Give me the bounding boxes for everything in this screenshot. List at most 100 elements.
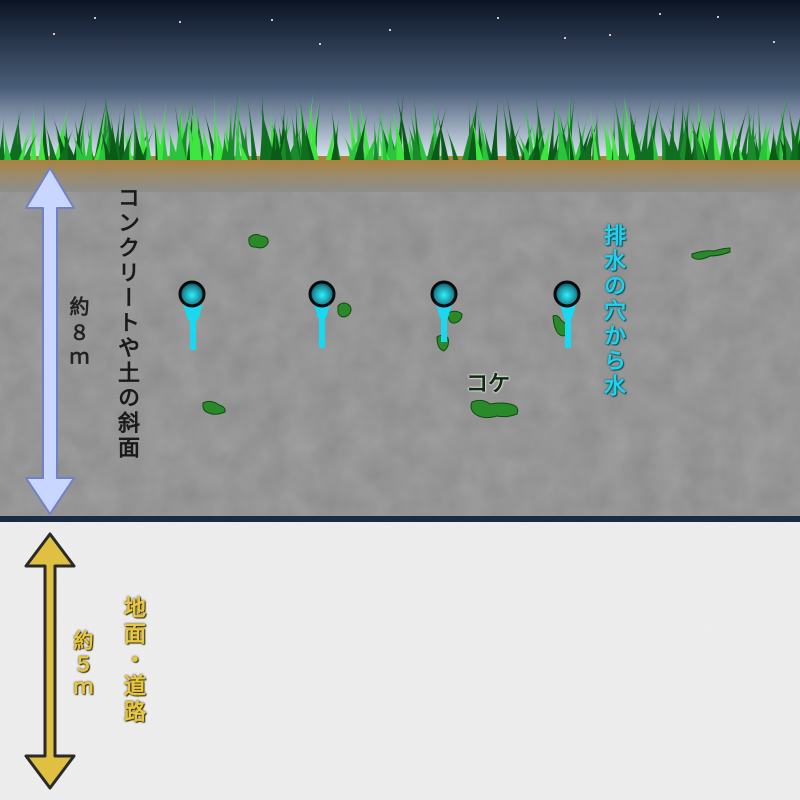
moss-label: コケ xyxy=(466,372,511,397)
drain-hole xyxy=(553,280,581,348)
stars xyxy=(53,13,775,45)
moss-patch xyxy=(447,310,463,324)
moss-patch xyxy=(337,302,352,318)
grass-blade xyxy=(355,99,366,160)
grass-blade xyxy=(680,96,693,160)
grass-blade xyxy=(183,96,197,160)
grass-blade xyxy=(705,102,716,160)
grass-blade xyxy=(555,97,568,160)
grass-blade xyxy=(112,111,121,160)
soil-layer xyxy=(0,156,800,192)
ground-road-label: 地面・道路 xyxy=(120,596,145,726)
grass-blade xyxy=(71,131,85,160)
grass-blade xyxy=(581,127,594,160)
grass-blade xyxy=(162,121,169,160)
grass-blade xyxy=(731,126,742,160)
moss-patch xyxy=(202,400,226,415)
grass-blade xyxy=(563,112,573,160)
grass-blade xyxy=(490,99,499,160)
grass-blade xyxy=(622,88,636,160)
grass-blade xyxy=(214,116,226,160)
grass-blade xyxy=(15,110,24,160)
grass-blade xyxy=(44,122,58,160)
grass-blade xyxy=(515,128,533,160)
grass-blade xyxy=(758,117,768,160)
grass-blade xyxy=(58,129,74,160)
grass-blade xyxy=(626,113,637,160)
grass-blade xyxy=(773,96,788,160)
grass-blade xyxy=(412,113,428,160)
grass-blade xyxy=(269,106,279,160)
grass-blade xyxy=(469,110,483,160)
grass-blade xyxy=(535,108,546,160)
grass-blade xyxy=(540,119,553,160)
drain-holes xyxy=(178,280,581,350)
grass-blade xyxy=(431,107,447,160)
grass-blade xyxy=(246,91,258,160)
grass-blade xyxy=(85,110,94,160)
grass-blade xyxy=(234,90,240,160)
grass-blade xyxy=(102,89,119,160)
grass-blade xyxy=(408,106,422,160)
grass-blade xyxy=(462,98,480,160)
ground-height-label: 約５ｍ xyxy=(70,630,94,702)
grass-blade xyxy=(426,107,441,160)
grass-blade xyxy=(221,131,230,160)
grass-blade xyxy=(94,97,108,160)
grass-blade xyxy=(661,124,675,160)
grass-blade xyxy=(290,108,301,160)
moss-patch xyxy=(248,233,269,249)
grass-blade xyxy=(576,113,587,160)
grass-blade xyxy=(789,117,800,160)
grass-blade xyxy=(109,110,119,160)
drain-hole xyxy=(178,280,206,350)
moss-patch xyxy=(470,399,519,419)
drain-water-label: 排水の穴から水 xyxy=(600,224,625,399)
grass-blade xyxy=(81,110,87,160)
grass-blade xyxy=(97,124,111,160)
drain-hole xyxy=(430,280,458,342)
grass-blade xyxy=(408,130,415,160)
grass-blade xyxy=(692,112,698,160)
grass-blade xyxy=(138,95,149,160)
grass-blade xyxy=(533,116,541,160)
grass-blade xyxy=(467,98,478,160)
grass-blade xyxy=(346,89,359,160)
grass-blade xyxy=(150,104,164,160)
grass-blade xyxy=(152,108,160,160)
grass-blade xyxy=(8,108,22,160)
grass-blade xyxy=(406,122,422,160)
grass-blade xyxy=(233,110,242,160)
grass-blade xyxy=(644,99,661,160)
slope-height-label: 約８ｍ xyxy=(66,296,90,374)
grass-blade xyxy=(386,113,396,160)
grass-blade xyxy=(717,96,732,160)
grass-blade xyxy=(639,98,652,160)
grass-blade xyxy=(727,108,739,160)
grass-blade xyxy=(439,130,448,160)
grass-blade xyxy=(547,104,556,160)
moss-patch xyxy=(691,247,731,260)
grass-blade xyxy=(259,91,270,160)
grass-blade xyxy=(201,120,213,160)
grass-blade xyxy=(194,104,206,160)
grass-blade xyxy=(121,126,134,160)
grass-blade xyxy=(116,100,126,160)
slope-height-arrow-icon xyxy=(25,167,75,515)
grass-blade xyxy=(303,92,314,160)
grass-blade xyxy=(354,114,368,160)
grass-blade xyxy=(226,104,234,160)
grass-blade xyxy=(373,115,379,160)
grass-blade xyxy=(94,131,105,160)
grass-blade xyxy=(501,99,515,160)
grass-blade xyxy=(747,109,757,160)
grass-blade xyxy=(588,99,599,160)
grass-blade xyxy=(758,96,763,160)
ground-texture xyxy=(0,522,800,800)
grass-blade xyxy=(650,127,658,160)
grass-blade xyxy=(132,102,143,160)
grass-blade xyxy=(606,122,615,160)
grass-blade xyxy=(22,130,39,160)
grass-blade xyxy=(270,114,277,160)
